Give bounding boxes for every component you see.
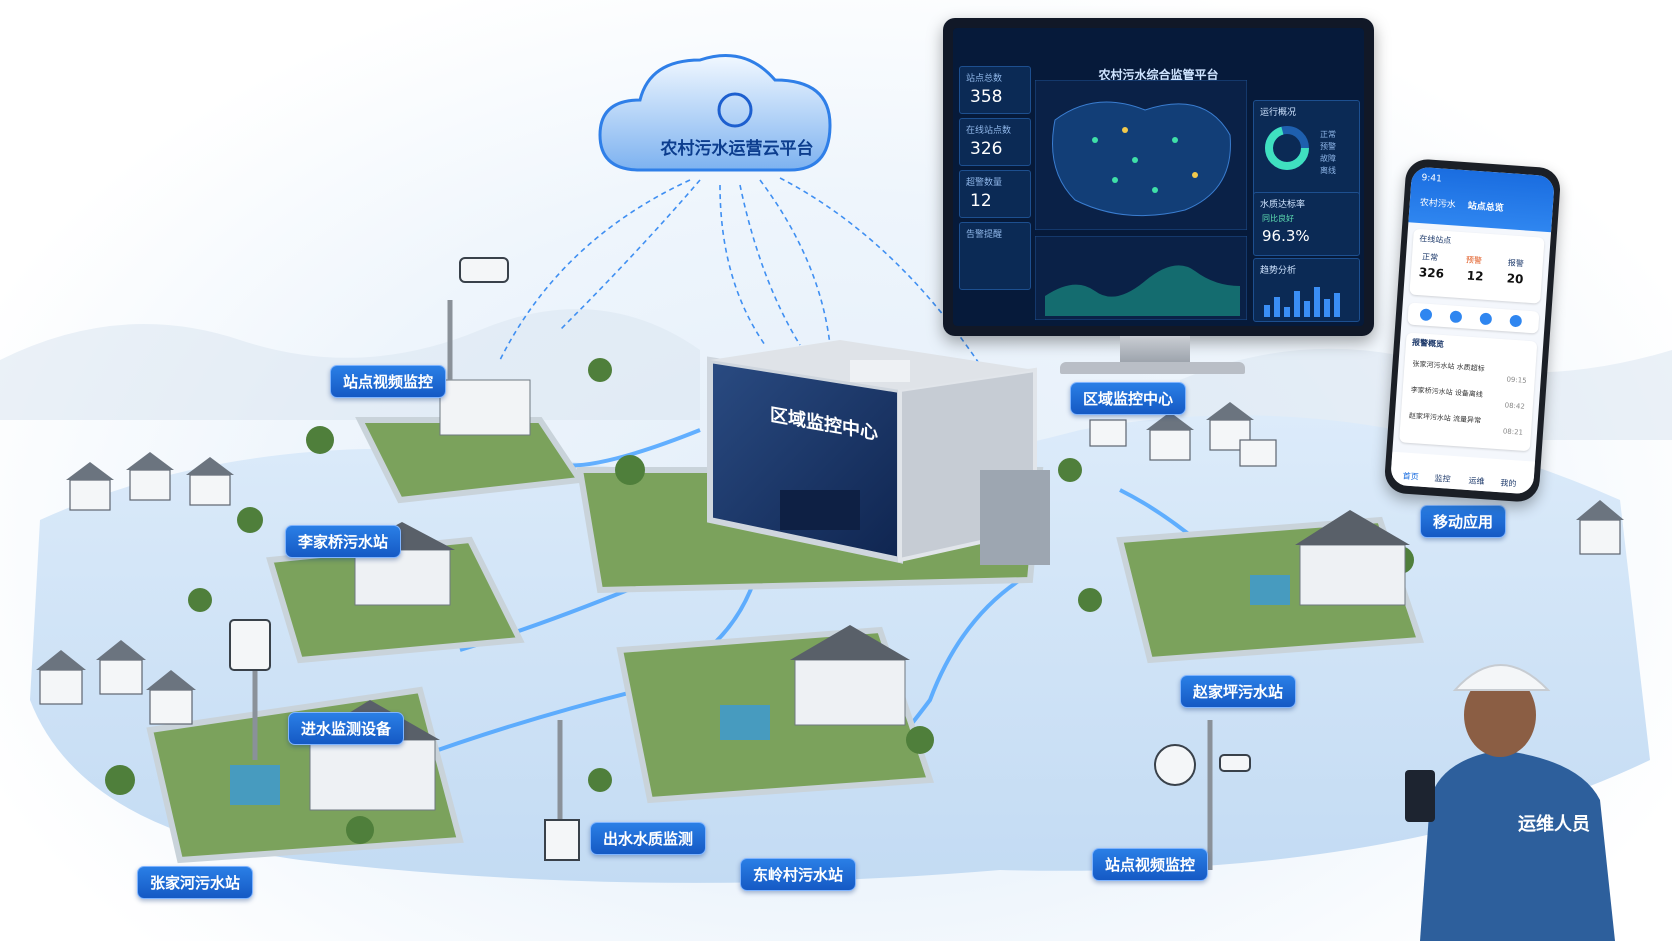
water-quality-sub: 同比良好: [1262, 214, 1294, 223]
tag-outlet-quality[interactable]: 出水水质监测: [590, 822, 707, 855]
stat-value: 12: [1466, 268, 1484, 284]
alarm-time: 08:21: [1502, 427, 1524, 437]
tag-lijiaqiao[interactable]: 李家桥污水站: [285, 525, 402, 558]
worker-vest-text: 运维人员: [1518, 814, 1590, 835]
run-status-title: 运行概况: [1260, 108, 1297, 118]
legend-item: 离线: [1320, 166, 1336, 175]
nav-me[interactable]: 我的: [1500, 478, 1517, 489]
central-building: [707, 340, 1050, 565]
water-quality-value: 96.3%: [1262, 227, 1310, 245]
tag-site-video-2[interactable]: 站点视频监控: [1092, 848, 1209, 881]
cloud-data-lines: [499, 177, 991, 381]
trend-panel[interactable]: 趋势分析: [1253, 258, 1360, 322]
run-status-panel[interactable]: 运行概况 正常 预警 故障 离线: [1253, 100, 1360, 210]
kpi-value: 326: [970, 139, 1003, 159]
dashboard-title: 农村污水综合监管平台: [1098, 68, 1219, 82]
cloud-platform-label: 农村污水运营云平台: [660, 139, 814, 159]
phone-header: 9:41 农村污水 站点总览: [1408, 166, 1555, 233]
kpi-label: 站点总数: [966, 74, 1003, 84]
village-roofs: [36, 402, 1624, 690]
trend-bar-chart: [1264, 287, 1340, 317]
stat-label: 预警: [1465, 255, 1483, 266]
mobile-phone: 9:41 农村污水 站点总览 在线站点 正常 326 预警 12 报警 20 报…: [1383, 158, 1562, 503]
phone-tab[interactable]: 站点总览: [1467, 201, 1504, 214]
maintenance-worker: [1405, 664, 1615, 941]
action-icon[interactable]: [1479, 312, 1493, 326]
water-quality-title: 水质达标率: [1260, 200, 1306, 210]
phone-app-name: 农村污水: [1419, 198, 1457, 211]
stat-value: 20: [1506, 271, 1524, 287]
tag-site-video-1[interactable]: 站点视频监控: [330, 365, 447, 398]
nav-monitor[interactable]: 监控: [1434, 473, 1451, 484]
alarm-panel-title: 告警提醒: [966, 230, 1003, 240]
stat-label: 报警: [1507, 258, 1525, 269]
cloud-shape: [598, 54, 832, 172]
region-map[interactable]: [1035, 80, 1247, 230]
action-icon[interactable]: [1419, 308, 1433, 322]
legend-item: 故障: [1320, 154, 1336, 163]
water-quality-panel[interactable]: 水质达标率 同比良好 96.3%: [1253, 192, 1360, 256]
action-icon[interactable]: [1449, 310, 1463, 324]
tag-donglingcun[interactable]: 东岭村污水站: [740, 858, 857, 891]
nav-ops[interactable]: 运维: [1468, 476, 1485, 487]
phone-quick-actions[interactable]: [1407, 302, 1540, 334]
kpi-value: 12: [970, 191, 992, 211]
action-icon[interactable]: [1509, 314, 1523, 328]
kpi-value: 358: [970, 87, 1003, 107]
monitor-base: [1060, 362, 1245, 374]
phone-time: 9:41: [1421, 173, 1443, 185]
phone-screen: 9:41 农村污水 站点总览 在线站点 正常 326 预警 12 报警 20 报…: [1390, 166, 1555, 495]
donut-chart: [1265, 126, 1309, 170]
stat-label: 正常: [1421, 252, 1439, 263]
trend-title: 趋势分析: [1260, 266, 1297, 276]
phone-bottom-nav: 首页 监控 运维 我的: [1390, 451, 1536, 495]
trend-line-chart[interactable]: [1035, 236, 1247, 320]
tag-zhaojiaping[interactable]: 赵家坪污水站: [1180, 675, 1297, 708]
tag-zhangjiahe[interactable]: 张家河污水站: [137, 866, 254, 899]
stat-value: 326: [1418, 265, 1445, 281]
phone-overview-card[interactable]: 在线站点 正常 326 预警 12 报警 20: [1409, 228, 1545, 304]
alarm-panel[interactable]: 告警提醒: [959, 222, 1031, 290]
legend-item: 预警: [1320, 142, 1336, 151]
phone-alarm-card[interactable]: 报警概览 张家河污水站 水质超标 09:15 李家桥污水站 设备离线 08:42…: [1399, 332, 1538, 452]
alarm-time: 09:15: [1506, 375, 1527, 385]
islands: [146, 417, 1425, 864]
alarm-item[interactable]: 李家桥污水站 设备离线: [1410, 385, 1484, 399]
camera-heads: [229, 257, 1251, 861]
alarm-time: 08:42: [1504, 401, 1526, 411]
alarm-item[interactable]: 张家河污水站 水质超标: [1412, 359, 1485, 373]
kpi-card[interactable]: 站点总数 358: [959, 66, 1031, 114]
dashboard-screen: 农村污水综合监管平台 站点总数 358 在线站点数 326 超警数量 12 告警…: [953, 28, 1364, 326]
tag-mobile-app[interactable]: 移动应用: [1420, 505, 1507, 538]
kpi-card[interactable]: 超警数量 12: [959, 170, 1031, 218]
tag-region-center[interactable]: 区域监控中心: [1070, 382, 1187, 415]
alarm-item[interactable]: 赵家坪污水站 流量异常: [1408, 411, 1482, 425]
legend-item: 正常: [1320, 130, 1336, 139]
overview-title: 在线站点: [1418, 234, 1452, 246]
monitor-stand: [1120, 336, 1190, 364]
tag-inlet-device[interactable]: 进水监测设备: [288, 712, 405, 745]
kpi-card[interactable]: 在线站点数 326: [959, 118, 1031, 166]
kpi-label: 超警数量: [966, 178, 1003, 188]
nav-home[interactable]: 首页: [1402, 471, 1419, 482]
alarm-title: 报警概览: [1411, 337, 1445, 350]
kpi-label: 在线站点数: [966, 126, 1012, 136]
dashboard-monitor: 农村污水综合监管平台 站点总数 358 在线站点数 326 超警数量 12 告警…: [943, 18, 1374, 336]
